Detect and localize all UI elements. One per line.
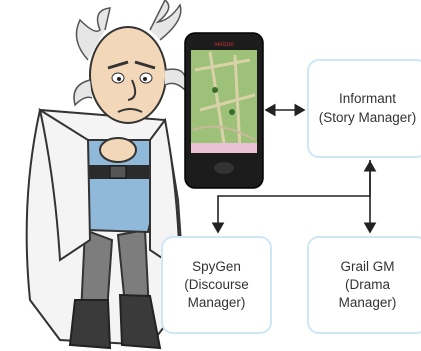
smartphone-illustration: verizon <box>184 32 264 189</box>
node-informant: Informant (Story Manager) <box>307 59 421 158</box>
node-informant-label: Informant (Story Manager) <box>318 91 417 125</box>
node-grail-label: Grail GM (Drama Manager) <box>338 258 397 311</box>
phone-brand-text: verizon <box>214 42 233 48</box>
node-grail: Grail GM (Drama Manager) <box>307 236 421 334</box>
node-spygen: SpyGen (Discourse Manager) <box>161 236 272 334</box>
connectors <box>211 103 377 234</box>
node-spygen-label: SpyGen (Discourse Manager) <box>184 258 249 311</box>
scientist-illustration <box>25 0 187 350</box>
